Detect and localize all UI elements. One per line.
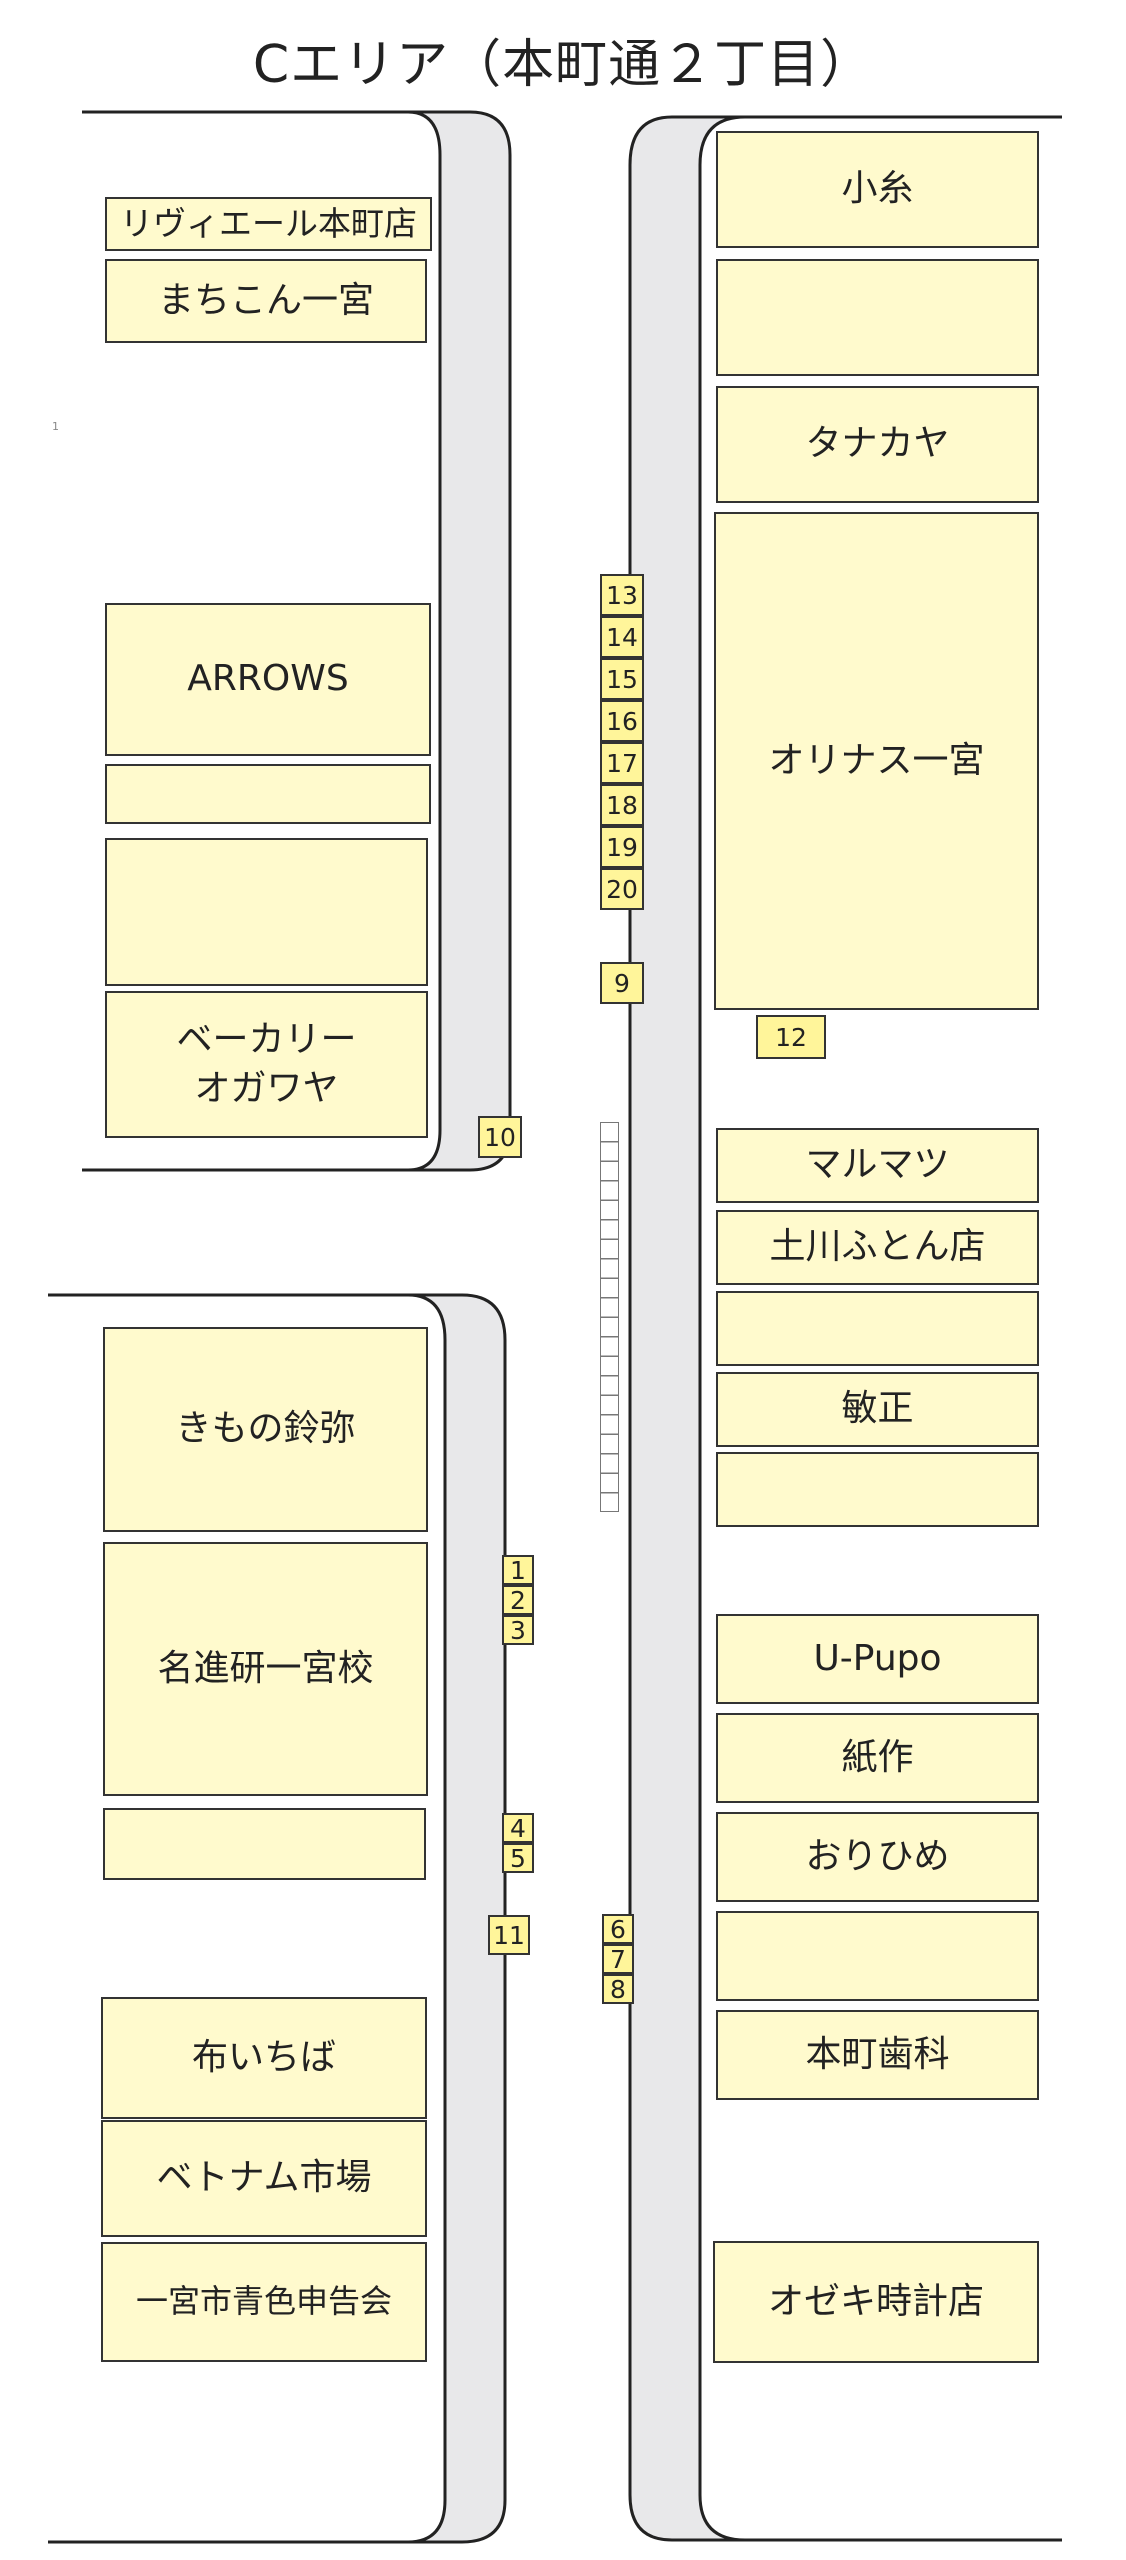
store-R14[interactable]: 本町歯科 [716,2010,1039,2100]
block-right-outline [698,115,1062,2542]
block-left-upper-outline [82,110,442,1172]
booth-14[interactable]: 14 [600,616,644,658]
booth-9[interactable]: 9 [600,962,644,1004]
booth-2[interactable]: 2 [502,1585,534,1615]
store-L10[interactable]: 布いちば [101,1997,427,2119]
curb-left-upper [408,110,512,1172]
store-L1[interactable]: リヴィエール本町店 [105,197,432,251]
store-R4[interactable]: オリナス一宮 [714,512,1039,1010]
store-R6[interactable]: 土川ふとん店 [716,1210,1039,1285]
store-L9[interactable] [103,1808,426,1880]
store-L4[interactable] [105,764,431,824]
booth-7[interactable]: 7 [602,1944,634,1974]
booth-13[interactable]: 13 [600,574,644,616]
store-R2[interactable] [716,259,1039,376]
sidewalk-right [630,117,745,2540]
booth-17[interactable]: 17 [600,742,644,784]
store-L12[interactable]: 一宮市青色申告会 [101,2242,427,2362]
store-R5[interactable]: マルマツ [716,1128,1039,1203]
store-R3[interactable]: タナカヤ [716,386,1039,503]
store-R1[interactable]: 小糸 [716,131,1039,248]
store-R11[interactable]: 紙作 [716,1713,1039,1803]
store-R10[interactable]: U-Pupo [716,1614,1039,1704]
booth-3[interactable]: 3 [502,1615,534,1645]
booth-11[interactable]: 11 [488,1915,530,1955]
booth-8[interactable]: 8 [602,1974,634,2004]
booth-5[interactable]: 5 [502,1843,534,1873]
block-left-lower-outline [48,1293,447,2544]
stall-row [600,1122,619,1512]
store-R12[interactable]: おりひめ [716,1812,1039,1902]
curb-right [628,115,745,2542]
store-L2[interactable]: まちこん一宮 [105,259,427,343]
booth-12[interactable]: 12 [756,1015,826,1059]
store-L6[interactable]: ベーカリー オガワヤ [105,991,428,1138]
store-L7[interactable]: きもの鈴弥 [103,1327,428,1532]
booth-10[interactable]: 10 [478,1116,522,1158]
booth-16[interactable]: 16 [600,700,644,742]
sidewalk-left-lower [408,1295,505,2542]
booth-stack-13-20: 13 14 15 16 17 18 19 20 [600,574,644,910]
booth-stack-1-3: 1 2 3 [502,1555,534,1645]
booth-19[interactable]: 19 [600,826,644,868]
store-L11[interactable]: ベトナム市場 [101,2120,427,2237]
store-R13[interactable] [716,1911,1039,2001]
store-L3[interactable]: ARROWS [105,603,431,756]
booth-6[interactable]: 6 [602,1914,634,1944]
booth-20[interactable]: 20 [600,868,644,910]
sidewalk-left-upper [408,112,510,1170]
booth-4[interactable]: 4 [502,1813,534,1843]
booth-15[interactable]: 15 [600,658,644,700]
map-title: Cエリア（本町通２丁目） [252,35,874,95]
store-R9[interactable] [716,1452,1039,1527]
booth-stack-4-5: 4 5 [502,1813,534,1873]
store-L5[interactable] [105,838,428,986]
booth-1[interactable]: 1 [502,1555,534,1585]
store-R15[interactable]: オゼキ時計店 [713,2241,1039,2363]
store-R8[interactable]: 敏正 [716,1372,1039,1447]
booth-18[interactable]: 18 [600,784,644,826]
margin-mark: 1 [52,420,59,433]
store-R7[interactable] [716,1291,1039,1366]
store-L8[interactable]: 名進研一宮校 [103,1542,428,1796]
booth-stack-6-8: 6 7 8 [602,1914,634,2004]
